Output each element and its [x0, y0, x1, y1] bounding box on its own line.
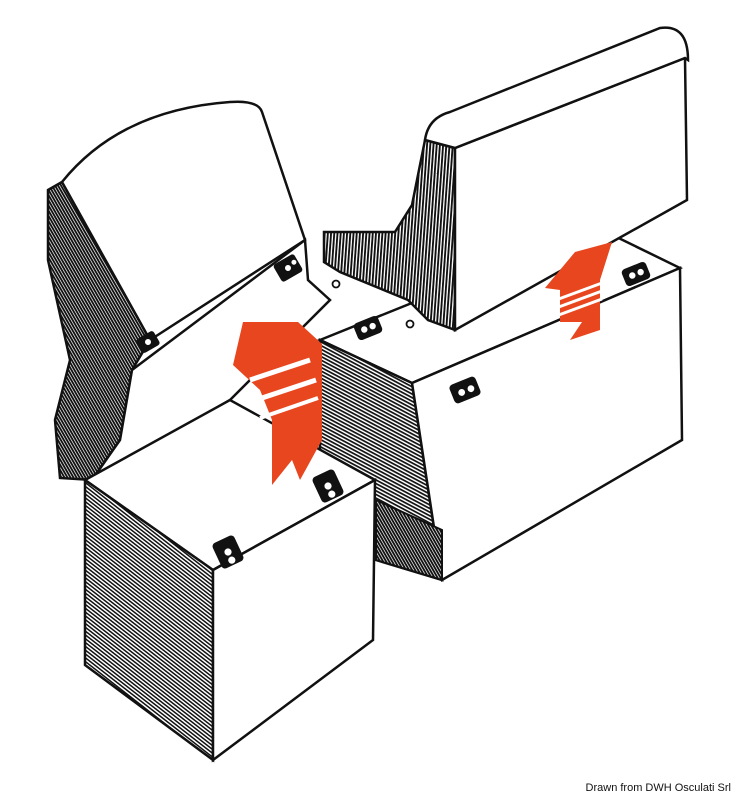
lift-arrow-right-icon	[545, 242, 612, 340]
left-seat-unit	[46, 100, 378, 763]
left-box-front-face	[211, 477, 377, 763]
hinge-pin-icon	[331, 279, 341, 289]
hinge-icon	[212, 535, 244, 569]
hinge-icon	[312, 469, 344, 503]
right-seat-unit	[316, 26, 690, 583]
hinge-icon	[273, 254, 303, 282]
hinge-icon	[621, 261, 651, 287]
left-cushion-top	[60, 100, 307, 342]
hinge-pin-icon	[405, 319, 415, 329]
right-backrest-top	[423, 26, 690, 150]
hinge-icon	[136, 331, 160, 353]
lift-arrow-left-icon	[233, 322, 322, 485]
right-backrest-side	[322, 138, 457, 332]
figure-caption: Drawn from DWH Osculati Srl	[585, 782, 731, 794]
hinge-icon	[353, 315, 383, 341]
hinge-icon	[449, 376, 481, 404]
